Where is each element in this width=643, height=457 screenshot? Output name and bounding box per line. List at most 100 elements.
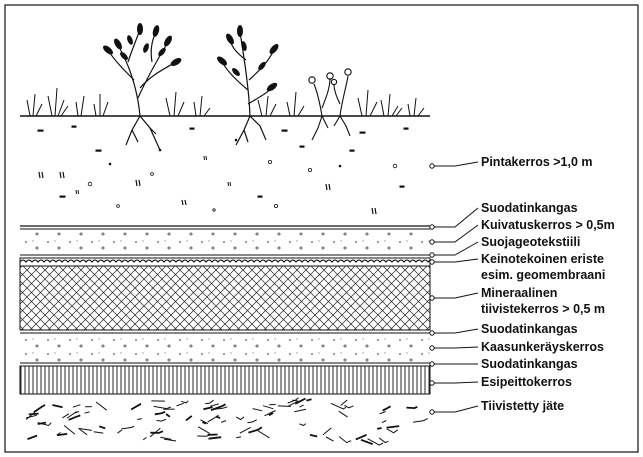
waste-fragment: [340, 399, 348, 406]
waste-fragment: [37, 422, 52, 427]
waste-fragment: [200, 419, 209, 425]
waste-fragment: [344, 404, 354, 409]
label-tiivistetty-jate: Tiivistetty jäte: [481, 399, 564, 413]
plant-middle-leaves: [217, 25, 279, 92]
waste-fragment: [294, 397, 306, 405]
waste-fragment: [379, 411, 386, 415]
leader-line-keinotekoinen-eriste: [432, 258, 479, 263]
waste-fragment: [142, 437, 147, 441]
waste-fragment: [203, 406, 213, 411]
waste-fragment: [262, 405, 274, 410]
label-pintakerros: Pintakerros >1,0 m: [481, 155, 593, 169]
waste-fragment: [309, 434, 318, 438]
waste-fragment: [95, 401, 108, 411]
waste-fragment: [156, 418, 167, 422]
waste-fragment: [163, 438, 177, 442]
waste-fragment: [176, 402, 184, 407]
outer-frame: [4, 4, 639, 453]
leader-dot-suodatinkangas-2: [429, 330, 435, 336]
label-kaasunkerayskerros: Kaasunkeräyskerros: [481, 340, 604, 354]
waste-fragment: [57, 433, 68, 437]
waste-fragment: [287, 397, 299, 404]
leader-line-kaasunkerayskerros: [432, 346, 479, 349]
waste-fragment: [62, 413, 70, 419]
waste-fragment: [252, 408, 263, 412]
leader-dot-keinotekoinen-eriste: [429, 259, 435, 265]
pre-cover-layer: [19, 365, 431, 395]
waste-fragment: [207, 414, 219, 423]
leader-line-suodatinkangas-2: [432, 328, 479, 334]
layer-labels: Pintakerros >1,0 mSuodatinkangasKuivatus…: [429, 155, 615, 415]
waste-fragment: [413, 418, 429, 423]
waste-fragment: [338, 410, 348, 418]
waste-fragment: [330, 402, 347, 410]
waste-fragment: [72, 404, 81, 408]
leader-line-esipeittokerros: [432, 381, 479, 384]
waste-fragment: [322, 427, 332, 436]
leader-dot-kuivatuskerros: [429, 239, 435, 245]
waste-fragment: [210, 403, 226, 411]
waste-fragment: [27, 434, 38, 440]
waste-fragment: [121, 425, 135, 430]
leader-dot-esipeittokerros: [429, 380, 435, 386]
waste-fragment: [197, 426, 211, 435]
waste-fragment: [78, 427, 92, 431]
leader-line-suodatinkangas-1: [432, 207, 479, 228]
geomembrane-wave: [19, 259, 435, 263]
waste-fragment: [205, 399, 214, 405]
waste-fragment: [93, 431, 104, 434]
label-keinotekoinen-eriste-line-2: esim. geomembraani: [481, 268, 605, 282]
label-suodatinkangas-1: Suodatinkangas: [481, 201, 578, 215]
leader-dot-suodatinkangas-1: [429, 224, 435, 230]
waste-fragment: [381, 420, 387, 424]
waste-fragment: [377, 427, 382, 430]
waste-fragment: [79, 428, 88, 436]
waste-fragment: [33, 404, 46, 414]
waste-fragment: [325, 436, 334, 442]
waste-fragment: [235, 416, 245, 421]
waste-fragment: [277, 405, 291, 407]
leader-dot-suodatinkangas-3: [429, 361, 435, 367]
leader-line-pintakerros: [432, 161, 479, 167]
mineral-sealing-layer: [19, 265, 431, 331]
waste-fragment: [165, 413, 171, 418]
label-kuivatuskerros: Kuivatuskerros > 0,5m: [481, 218, 615, 232]
waste-fragment: [406, 405, 418, 410]
waste-fragment: [221, 420, 227, 423]
waste-fragment: [299, 423, 307, 427]
waste-fragment: [247, 419, 258, 424]
waste-fragment: [149, 427, 161, 438]
waste-fragment: [382, 405, 392, 412]
waste-fragment: [63, 425, 76, 435]
waste-fragment: [257, 430, 270, 439]
waste-fragment: [378, 437, 389, 444]
plant-middle: [221, 31, 275, 146]
waste-fragment: [386, 425, 400, 429]
waste-fragment: [66, 411, 77, 419]
waste-fragment: [294, 408, 307, 413]
waste-fragment: [52, 404, 63, 409]
surface-layer-speckles: [37, 125, 409, 215]
waste-fragment: [355, 433, 367, 441]
waste-fragment: [360, 438, 374, 445]
plant-left-leaves: [103, 23, 182, 66]
waste-fragment: [153, 405, 171, 410]
waste-fragment: [248, 426, 263, 434]
waste-fragment: [117, 429, 123, 434]
waste-fragment: [56, 432, 61, 436]
waste-fragment: [68, 414, 81, 421]
leader-dot-tiivistetty-jate: [429, 409, 435, 415]
label-suodatinkangas-3: Suodatinkangas: [481, 357, 578, 371]
waste-fragment: [306, 398, 312, 402]
leader-dot-suojageotekstiili: [429, 252, 435, 258]
leader-line-mineraalinen-tiivistekerros: [432, 292, 479, 299]
leader-dot-mineraalinen-tiivistekerros: [429, 295, 435, 301]
waste-fragment: [28, 412, 39, 416]
leader-line-kuivatuskerros: [432, 224, 479, 243]
compacted-waste-fragments: [25, 397, 429, 446]
waste-fragment: [137, 418, 142, 420]
waste-fragment: [25, 414, 38, 419]
waste-fragment: [264, 410, 276, 417]
plant-right: [308, 68, 352, 141]
